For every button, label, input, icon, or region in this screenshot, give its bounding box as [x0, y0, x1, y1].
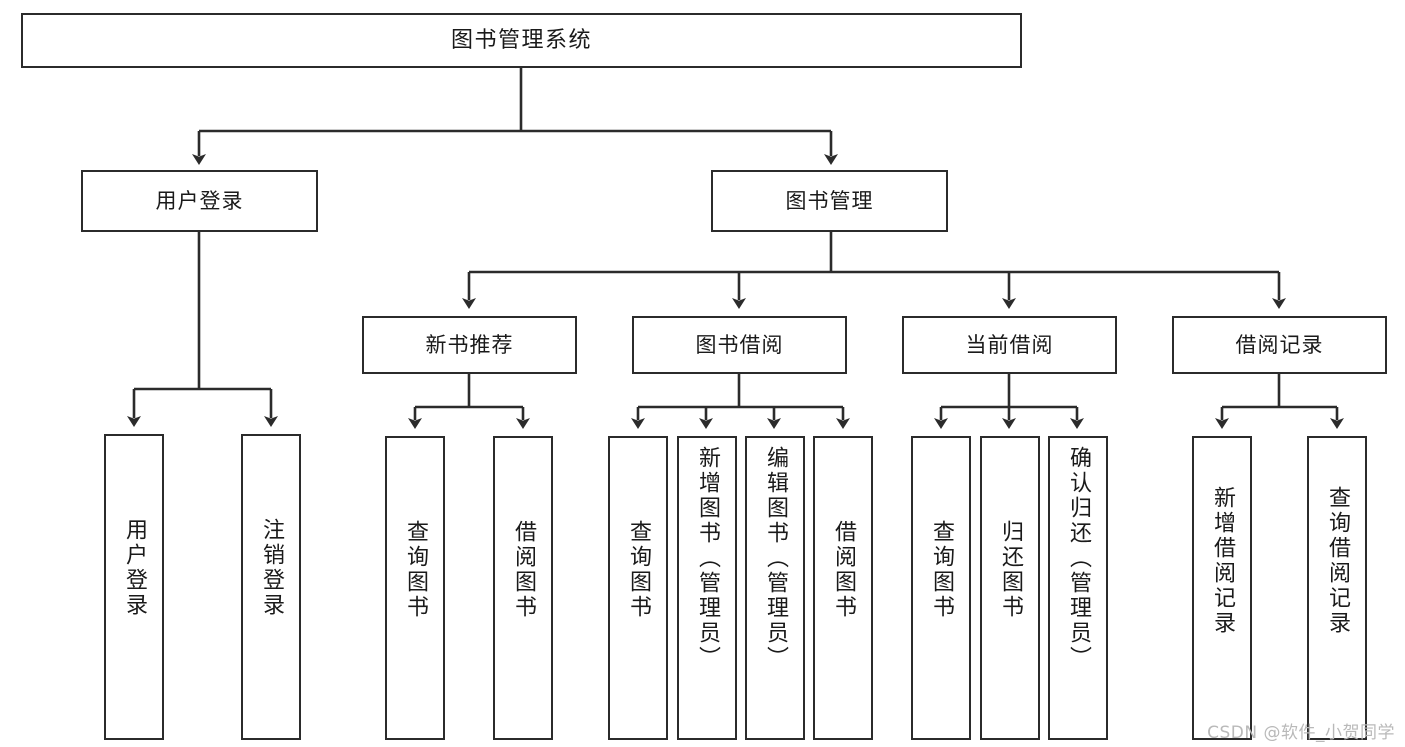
node-label: 用户登录 — [155, 188, 244, 213]
node-label: 归还图书 — [998, 520, 1023, 620]
leaf-add-book-admin[interactable]: 新增图书（管理员） — [677, 436, 737, 740]
leaf-logout-login[interactable]: 注销登录 — [241, 434, 301, 740]
node-label: 图书管理系统 — [450, 27, 592, 53]
node-label: 借阅图书 — [511, 520, 536, 620]
node-label: 图书借阅 — [695, 332, 784, 357]
csdn-watermark: CSDN @软件_小贺同学 — [1207, 723, 1395, 743]
leaf-query-borrow-record[interactable]: 查询借阅记录 — [1307, 436, 1367, 740]
node-label: 查询图书 — [929, 520, 954, 620]
node-label: 确认归还（管理员） — [1066, 446, 1091, 671]
node-label: 查询图书 — [626, 520, 651, 620]
node-label: 编辑图书（管理员） — [763, 446, 788, 671]
node-book-borrow[interactable]: 图书借阅 — [632, 316, 847, 374]
node-label: 用户登录 — [122, 518, 147, 618]
node-label: 新增借阅记录 — [1210, 486, 1235, 636]
node-label: 借阅图书 — [831, 520, 856, 620]
node-label: 新书推荐 — [425, 332, 514, 357]
leaf-query-book-borrow[interactable]: 查询图书 — [608, 436, 668, 740]
leaf-user-login[interactable]: 用户登录 — [104, 434, 164, 740]
leaf-return-book[interactable]: 归还图书 — [980, 436, 1040, 740]
node-book-management[interactable]: 图书管理 — [711, 170, 948, 232]
node-label: 当前借阅 — [965, 332, 1054, 357]
node-root-book-management-system[interactable]: 图书管理系统 — [21, 13, 1022, 68]
node-user-login[interactable]: 用户登录 — [81, 170, 318, 232]
leaf-query-book-recommend[interactable]: 查询图书 — [385, 436, 445, 740]
node-borrow-record[interactable]: 借阅记录 — [1172, 316, 1387, 374]
node-label: 新增图书（管理员） — [695, 446, 720, 671]
leaf-borrow-book-recommend[interactable]: 借阅图书 — [493, 436, 553, 740]
leaf-confirm-return-admin[interactable]: 确认归还（管理员） — [1048, 436, 1108, 740]
node-label: 查询借阅记录 — [1325, 486, 1350, 636]
leaf-add-borrow-record[interactable]: 新增借阅记录 — [1192, 436, 1252, 740]
node-label: 图书管理 — [785, 188, 874, 213]
leaf-query-book-current[interactable]: 查询图书 — [911, 436, 971, 740]
node-current-borrow[interactable]: 当前借阅 — [902, 316, 1117, 374]
leaf-edit-book-admin[interactable]: 编辑图书（管理员） — [745, 436, 805, 740]
node-label: 查询图书 — [403, 520, 428, 620]
node-label: 借阅记录 — [1235, 332, 1324, 357]
node-new-book-recommend[interactable]: 新书推荐 — [362, 316, 577, 374]
node-label: 注销登录 — [259, 518, 284, 618]
leaf-borrow-book-borrow[interactable]: 借阅图书 — [813, 436, 873, 740]
